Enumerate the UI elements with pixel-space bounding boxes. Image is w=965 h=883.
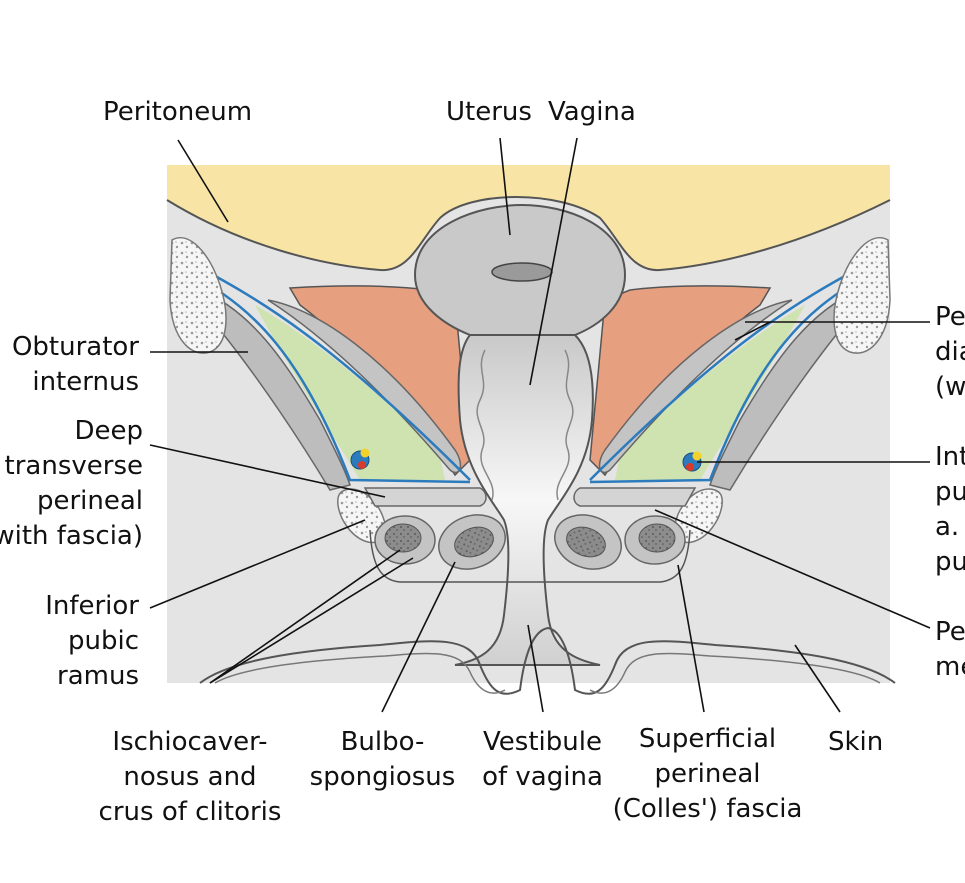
- label-vestibule-of-vagina: Vestibule of vagina: [482, 727, 603, 792]
- vestibular-bulb-right: [566, 526, 606, 558]
- peritoneum-line: [166, 196, 891, 272]
- label-obturator-internus: Obturator internus: [11, 332, 139, 397]
- leader-vagina: [529, 137, 578, 386]
- leader-ischiocavernosus-b: [209, 557, 414, 684]
- pudendal-vessels-right: [682, 451, 702, 472]
- label-perineal-membrane: Pe me: [935, 617, 965, 682]
- leader-inferior-pubic-ramus: [149, 519, 366, 609]
- vestibular-bulb-left: [454, 526, 494, 558]
- label-skin: Skin: [828, 727, 884, 757]
- leader-pelvic-diaphragm-b: [734, 321, 771, 341]
- label-pelvic-diaphragm: Pe dia (w: [935, 302, 965, 402]
- leader-superficial-fascia: [677, 564, 705, 713]
- pudendal-vessels-left: [350, 448, 370, 470]
- label-vagina: Vagina: [548, 97, 636, 127]
- label-peritoneum: Peritoneum: [103, 97, 253, 127]
- superficial-pouch-outline: [369, 529, 691, 583]
- leader-perineal-membrane: [654, 509, 931, 629]
- vaginal-rugae: [476, 349, 574, 501]
- perineal-membrane-right: [573, 487, 697, 507]
- fascia-right: [589, 263, 866, 484]
- crus-clitoris-right: [638, 523, 676, 553]
- pubic-bone-right-upper: [833, 237, 891, 354]
- leader-peritoneum: [177, 139, 229, 223]
- leader-lines: [149, 137, 931, 713]
- label-deep-transverse-perineal: Deep transverse perineal (with fascia): [0, 416, 143, 551]
- ischioanal-fossa-left: [255, 305, 445, 480]
- fascia-left: [194, 263, 471, 484]
- leader-vestibule: [527, 624, 544, 713]
- label-uterus: Uterus: [446, 97, 532, 127]
- ischioanal-fossa-right: [615, 305, 805, 480]
- label-internal-pudendal: Int pu a. pu: [935, 442, 965, 577]
- peritoneal-cavity: [167, 165, 890, 271]
- cervical-os: [491, 262, 553, 282]
- leader-ischiocavernosus-a: [209, 549, 401, 684]
- perineal-membrane-left: [363, 487, 487, 507]
- label-bulbospongiosus: Bulbo- spongiosus: [309, 727, 456, 792]
- leader-uterus: [499, 137, 511, 236]
- leader-skin: [794, 644, 841, 713]
- leader-bulbospongiosus: [381, 561, 456, 713]
- leader-deep-transverse: [149, 444, 386, 498]
- vaginal-canal: [454, 334, 601, 666]
- label-superficial-perineal-fascia: Superficial perineal (Colles') fascia: [612, 724, 803, 824]
- pubic-bone-left-upper: [169, 237, 227, 354]
- crus-clitoris-left: [384, 523, 422, 553]
- label-inferior-pubic-ramus: Inferior pubic ramus: [45, 591, 139, 691]
- skin-contour: [199, 626, 896, 695]
- label-ischiocavernosus: Ischiocaver- nosus and crus of clitoris: [98, 727, 282, 827]
